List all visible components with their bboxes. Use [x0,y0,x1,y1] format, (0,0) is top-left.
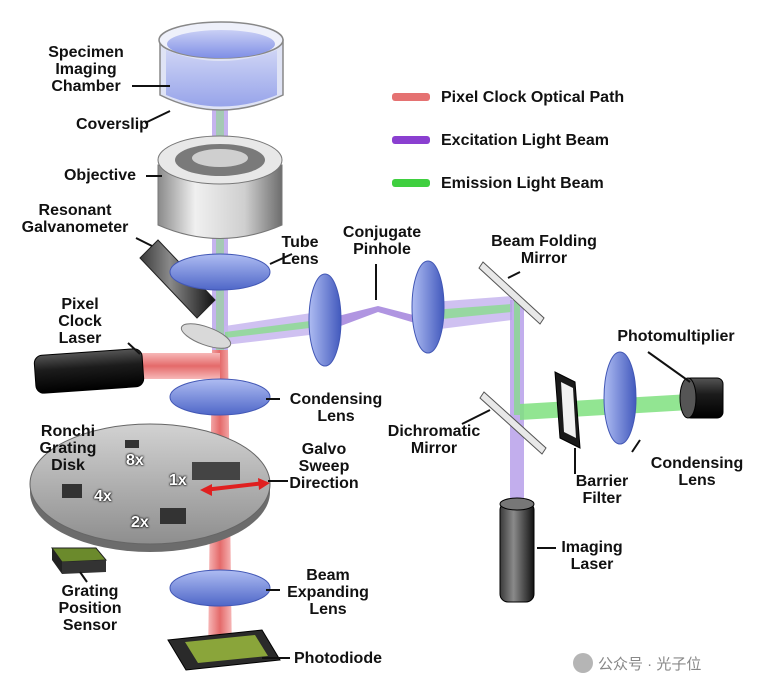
dichromatic-mirror [479,391,547,455]
specimen-chamber [158,21,284,111]
objective [157,135,283,239]
tube-lens [169,253,271,291]
barrier-filter [554,371,581,449]
beam-expanding-lens [169,569,271,607]
label-photomultiplier: Photomultiplier [617,328,735,345]
photodiode [167,629,281,671]
ronchi-disk [29,423,271,552]
disk-mark-4x: 4x [94,488,112,505]
watermark: 公众号 · 光子位 [598,656,702,673]
disk-mark-2x: 2x [131,514,149,531]
grating-position-sensor [51,547,108,574]
condensing-lens-1 [169,378,271,416]
legend-excitation: Excitation Light Beam [441,132,610,149]
leader-lines [79,85,691,659]
beam-folding-mirror [478,261,545,325]
disk-mark-8x: 8x [126,452,144,469]
legend-pixel-clock: Pixel Clock Optical Path [441,89,625,106]
photomultiplier [679,377,724,419]
label-photodiode: Photodiode [294,650,382,667]
imaging-laser [499,497,535,603]
legend-emission: Emission Light Beam [441,175,604,192]
pixel-clock-beam-horizontal [140,353,220,379]
wechat-icon [573,653,593,673]
legend-swatches [392,93,430,187]
disk-mark-1x: 1x [169,472,187,489]
label-coverslip: Coverslip [76,116,149,133]
label-objective: Objective [63,167,137,184]
condensing-lens-2 [603,351,637,445]
galvo-sweep-arrow [203,481,266,492]
pixel-clock-laser [33,348,145,394]
pinhole-lens-right [411,260,445,354]
pinhole-lens-left [308,273,342,367]
lenses [169,253,637,607]
mirrors [478,261,547,455]
